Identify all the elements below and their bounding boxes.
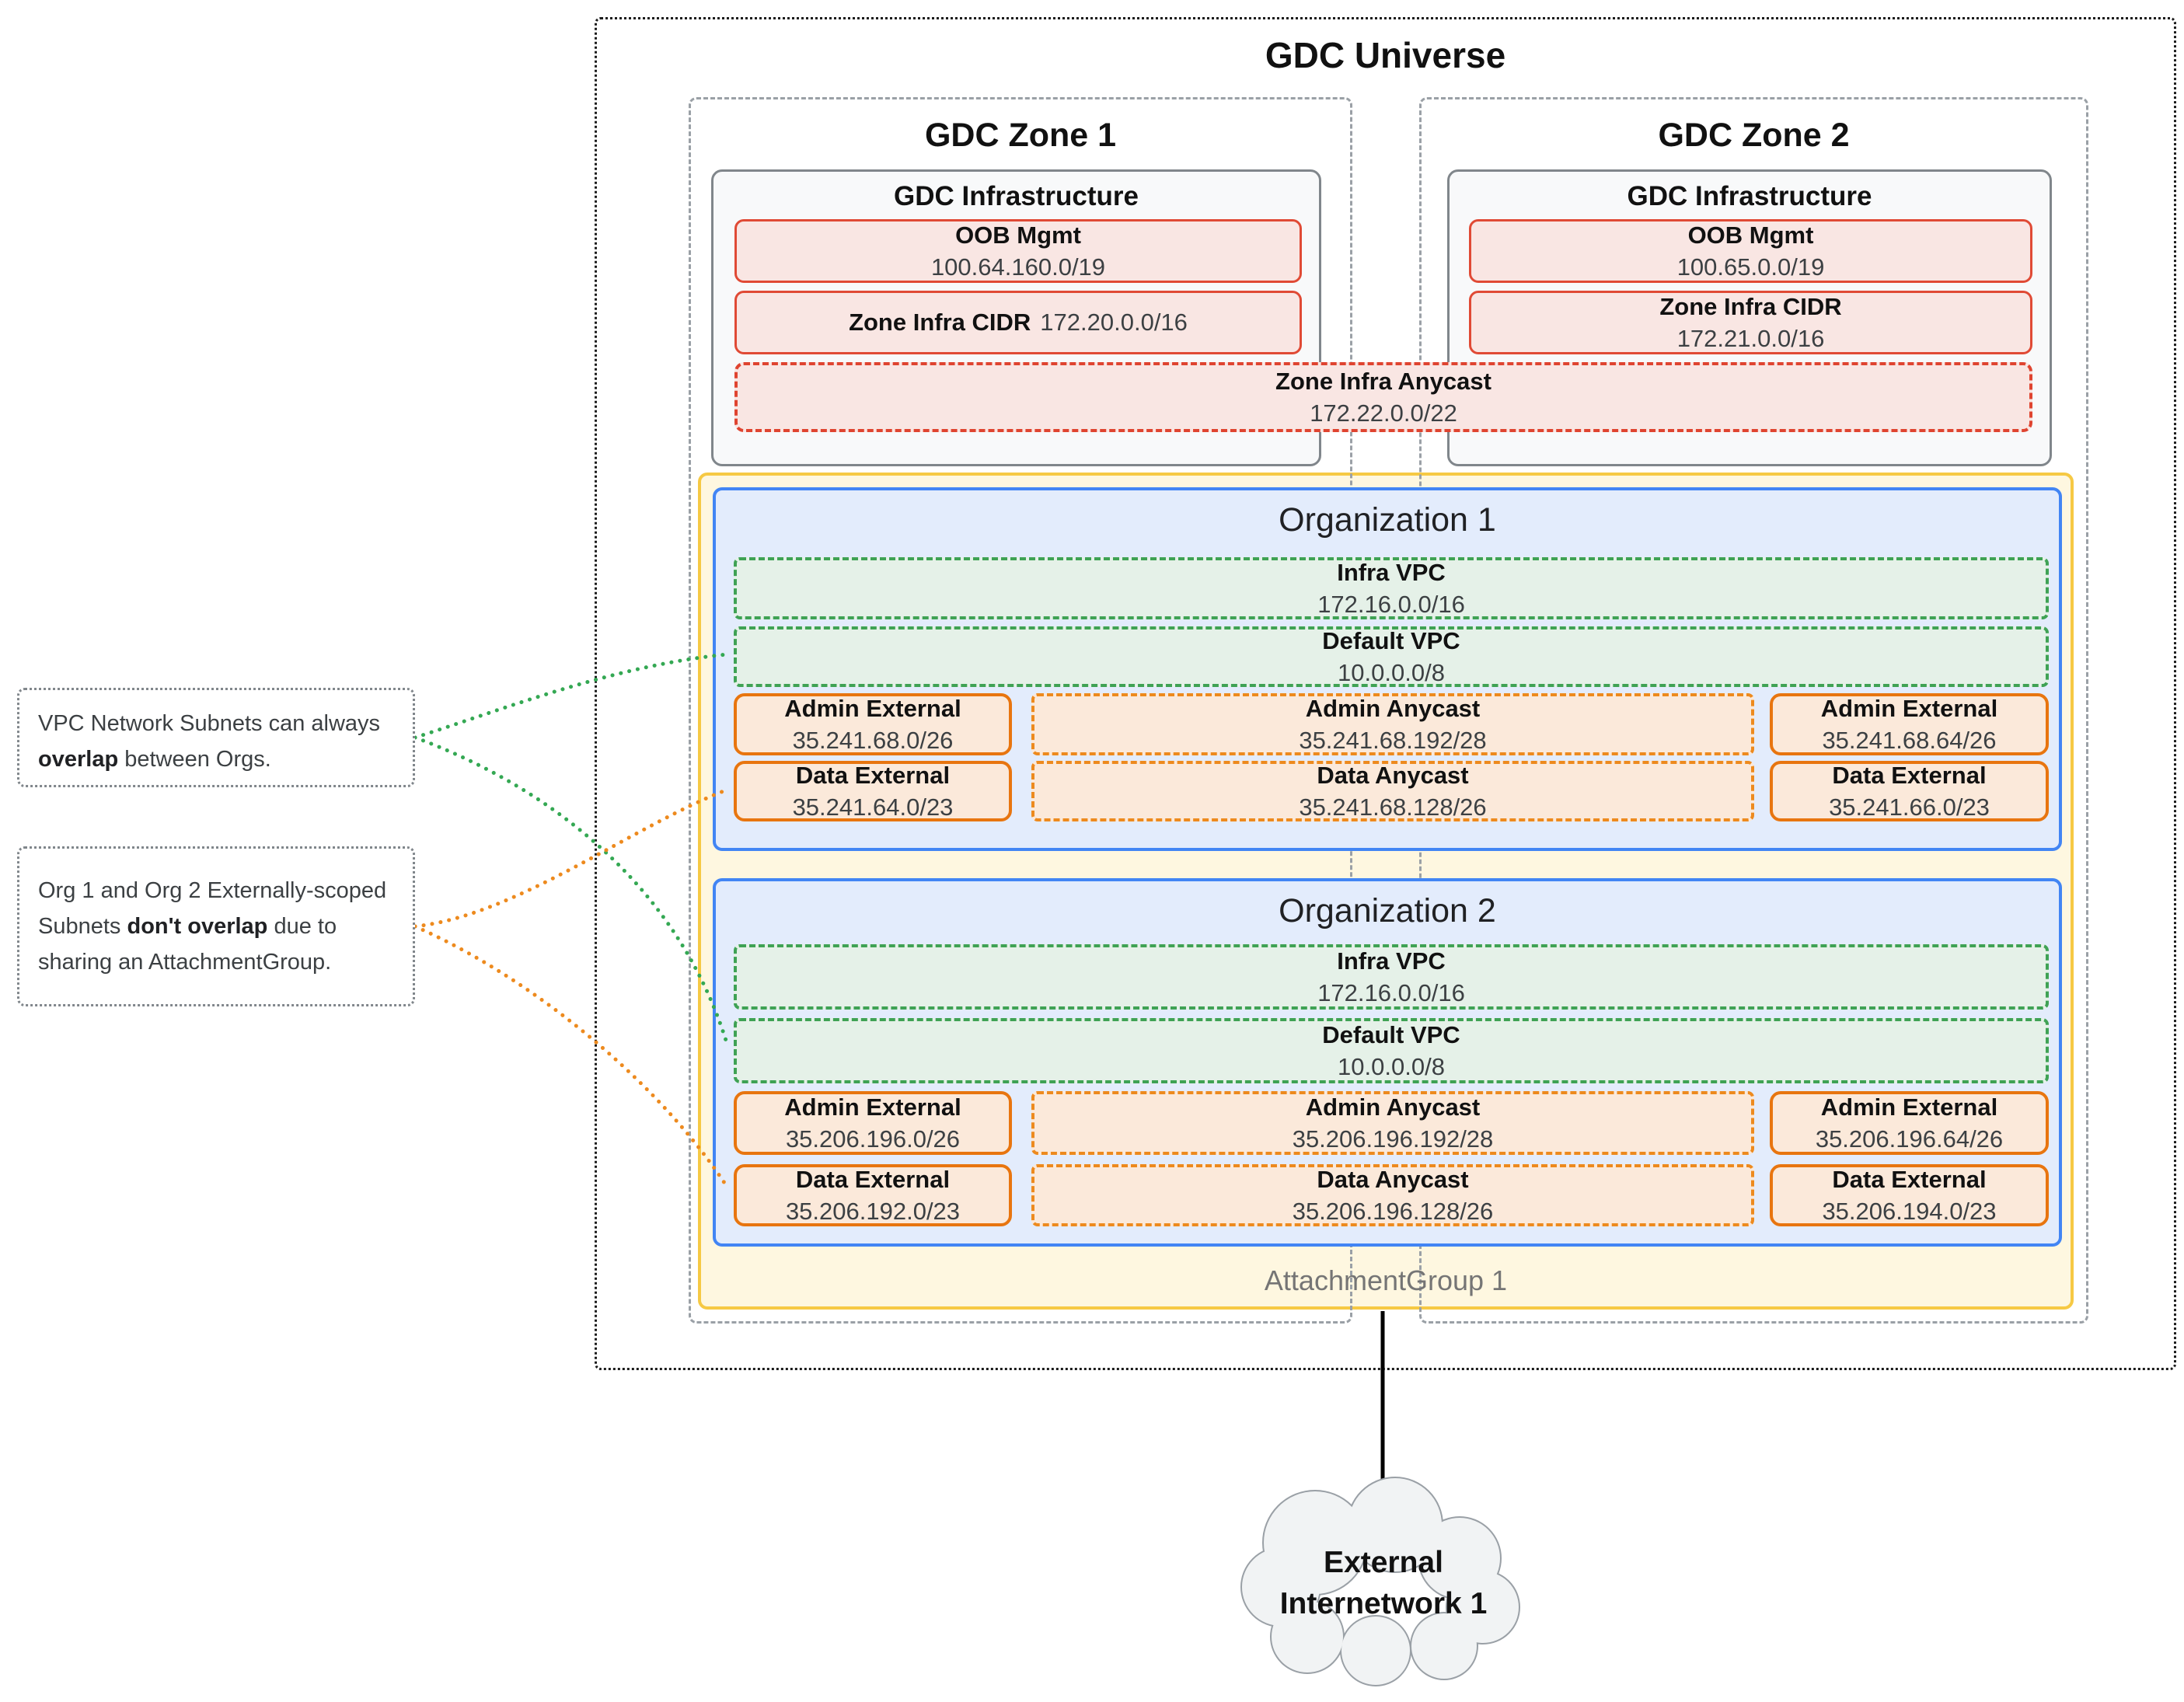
org1-admin-external-left-label: Admin External [784,694,961,722]
note-no-overlap-text-post: due to sharing an AttachmentGroup. [38,914,337,975]
org1-admin-external-right-label: Admin External [1820,694,1998,722]
zone-infra-anycast-cidr: 172.22.0.0/22 [1310,399,1457,427]
org1-default-vpc-label: Default VPC [1322,626,1460,654]
org2-data-anycast-box: Data Anycast 35.206.196.128/26 [1031,1164,1754,1226]
note-overlap-text-pre: VPC Network Subnets can always [38,711,381,736]
org1-admin-anycast-box: Admin Anycast 35.241.68.192/28 [1031,693,1754,755]
org2-admin-anycast-box: Admin Anycast 35.206.196.192/28 [1031,1091,1754,1155]
org1-admin-anycast-cidr: 35.241.68.192/28 [1299,726,1487,754]
zone-infra-anycast-box: Zone Infra Anycast 172.22.0.0/22 [734,362,2032,432]
org2-infra-vpc-label: Infra VPC [1337,947,1446,975]
zone1-oob-mgmt-box: OOB Mgmt 100.64.160.0/19 [734,219,1302,283]
org1-data-anycast-label: Data Anycast [1317,761,1469,789]
org1-data-external-right-cidr: 35.241.66.0/23 [1829,793,1990,821]
org1-data-anycast-box: Data Anycast 35.241.68.128/26 [1031,761,1754,821]
org1-data-external-left-label: Data External [795,761,951,789]
external-internetwork-cloud-icon [1240,1477,1520,1686]
org1-infra-vpc-box: Infra VPC 172.16.0.0/16 [734,557,2049,619]
gdc-zone-2-title: GDC Zone 2 [1658,117,1850,154]
org1-data-external-right-box: Data External 35.241.66.0/23 [1770,761,2049,821]
org2-default-vpc-label: Default VPC [1322,1020,1460,1048]
note-no-overlap-text-bold: don't overlap [127,914,268,939]
org1-data-anycast-cidr: 35.241.68.128/26 [1299,793,1487,821]
org1-data-external-left-cidr: 35.241.64.0/23 [792,793,954,821]
org2-infra-vpc-box: Infra VPC 172.16.0.0/16 [734,944,2049,1010]
org2-infra-vpc-cidr: 172.16.0.0/16 [1317,978,1465,1006]
zone2-infra-cidr-label: Zone Infra CIDR [1659,292,1842,320]
zone-infra-anycast-label: Zone Infra Anycast [1275,367,1491,395]
org2-data-external-left-cidr: 35.206.192.0/23 [785,1197,961,1225]
org2-data-external-left-box: Data External 35.206.192.0/23 [734,1164,1012,1226]
organization-2-title: Organization 2 [1279,892,1496,929]
org2-admin-external-right-cidr: 35.206.196.64/26 [1815,1125,2004,1153]
org2-data-external-right-box: Data External 35.206.194.0/23 [1770,1164,2049,1226]
zone2-infra-cidr-box: Zone Infra CIDR 172.21.0.0/16 [1469,291,2032,354]
zone1-oob-mgmt-cidr: 100.64.160.0/19 [930,253,1106,281]
organization-2-box: Organization 2 Infra VPC 172.16.0.0/16 D… [713,878,2062,1247]
org2-data-external-right-label: Data External [1832,1165,1987,1193]
zone1-infra-cidr-box: Zone Infra CIDR 172.20.0.0/16 [734,291,1302,354]
org2-data-anycast-label: Data Anycast [1317,1165,1469,1193]
organization-1-title: Organization 1 [1279,501,1496,539]
gdc-infrastructure-zone1-title: GDC Infrastructure [893,181,1139,211]
note-overlap: VPC Network Subnets can always overlap b… [17,688,415,787]
gdc-zone-1-title: GDC Zone 1 [924,117,1117,154]
external-internetwork-line2: Internetwork 1 [1280,1587,1488,1620]
org2-admin-anycast-cidr: 35.206.196.192/28 [1292,1125,1494,1153]
org2-default-vpc-box: Default VPC 10.0.0.0/8 [734,1018,2049,1083]
gdc-infrastructure-zone2-title: GDC Infrastructure [1627,181,1872,211]
note-no-overlap-text-pre: Org 1 and Org 2 Externally-scoped Subnet… [38,878,387,939]
org2-data-anycast-cidr: 35.206.196.128/26 [1292,1197,1494,1225]
org1-infra-vpc-label: Infra VPC [1337,558,1446,586]
org1-admin-external-right-cidr: 35.241.68.64/26 [1822,726,1997,754]
org2-data-external-right-cidr: 35.206.194.0/23 [1822,1197,1997,1225]
org2-admin-anycast-label: Admin Anycast [1305,1093,1481,1121]
attachment-group-label: AttachmentGroup 1 [1264,1264,1508,1296]
org1-admin-external-left-cidr: 35.241.68.0/26 [792,726,954,754]
org1-default-vpc-cidr: 10.0.0.0/8 [1338,658,1445,686]
org2-admin-external-left-label: Admin External [784,1093,961,1121]
org1-admin-anycast-label: Admin Anycast [1305,694,1481,722]
org1-admin-external-right-box: Admin External 35.241.68.64/26 [1770,693,2049,755]
org2-default-vpc-cidr: 10.0.0.0/8 [1338,1052,1445,1080]
note-overlap-text-post: between Orgs. [118,747,271,772]
zone2-oob-mgmt-box: OOB Mgmt 100.65.0.0/19 [1469,219,2032,283]
org2-admin-external-left-box: Admin External 35.206.196.0/26 [734,1091,1012,1155]
note-overlap-text-bold: overlap [38,747,119,772]
org1-default-vpc-box: Default VPC 10.0.0.0/8 [734,626,2049,687]
zone1-infra-cidr-label: Zone Infra CIDR [849,309,1031,336]
org2-admin-external-right-label: Admin External [1820,1093,1998,1121]
org1-data-external-left-box: Data External 35.241.64.0/23 [734,761,1012,821]
org1-infra-vpc-cidr: 172.16.0.0/16 [1317,590,1465,618]
zone2-infra-cidr-value: 172.21.0.0/16 [1676,324,1825,352]
zone2-oob-mgmt-cidr: 100.65.0.0/19 [1676,253,1825,281]
org2-data-external-left-label: Data External [795,1165,951,1193]
external-internetwork-line1: External [1324,1546,1443,1579]
zone2-oob-mgmt-label: OOB Mgmt [1687,221,1814,249]
org1-admin-external-left-box: Admin External 35.241.68.0/26 [734,693,1012,755]
organization-1-box: Organization 1 Infra VPC 172.16.0.0/16 D… [713,487,2062,851]
org2-admin-external-left-cidr: 35.206.196.0/26 [785,1125,961,1153]
gdc-universe-title: GDC Universe [1265,35,1506,75]
org2-admin-external-right-box: Admin External 35.206.196.64/26 [1770,1091,2049,1155]
zone1-oob-mgmt-label: OOB Mgmt [955,221,1081,249]
zone1-infra-cidr-value: 172.20.0.0/16 [1040,309,1188,336]
org1-data-external-right-label: Data External [1832,761,1987,789]
note-no-overlap: Org 1 and Org 2 Externally-scoped Subnet… [17,846,415,1006]
